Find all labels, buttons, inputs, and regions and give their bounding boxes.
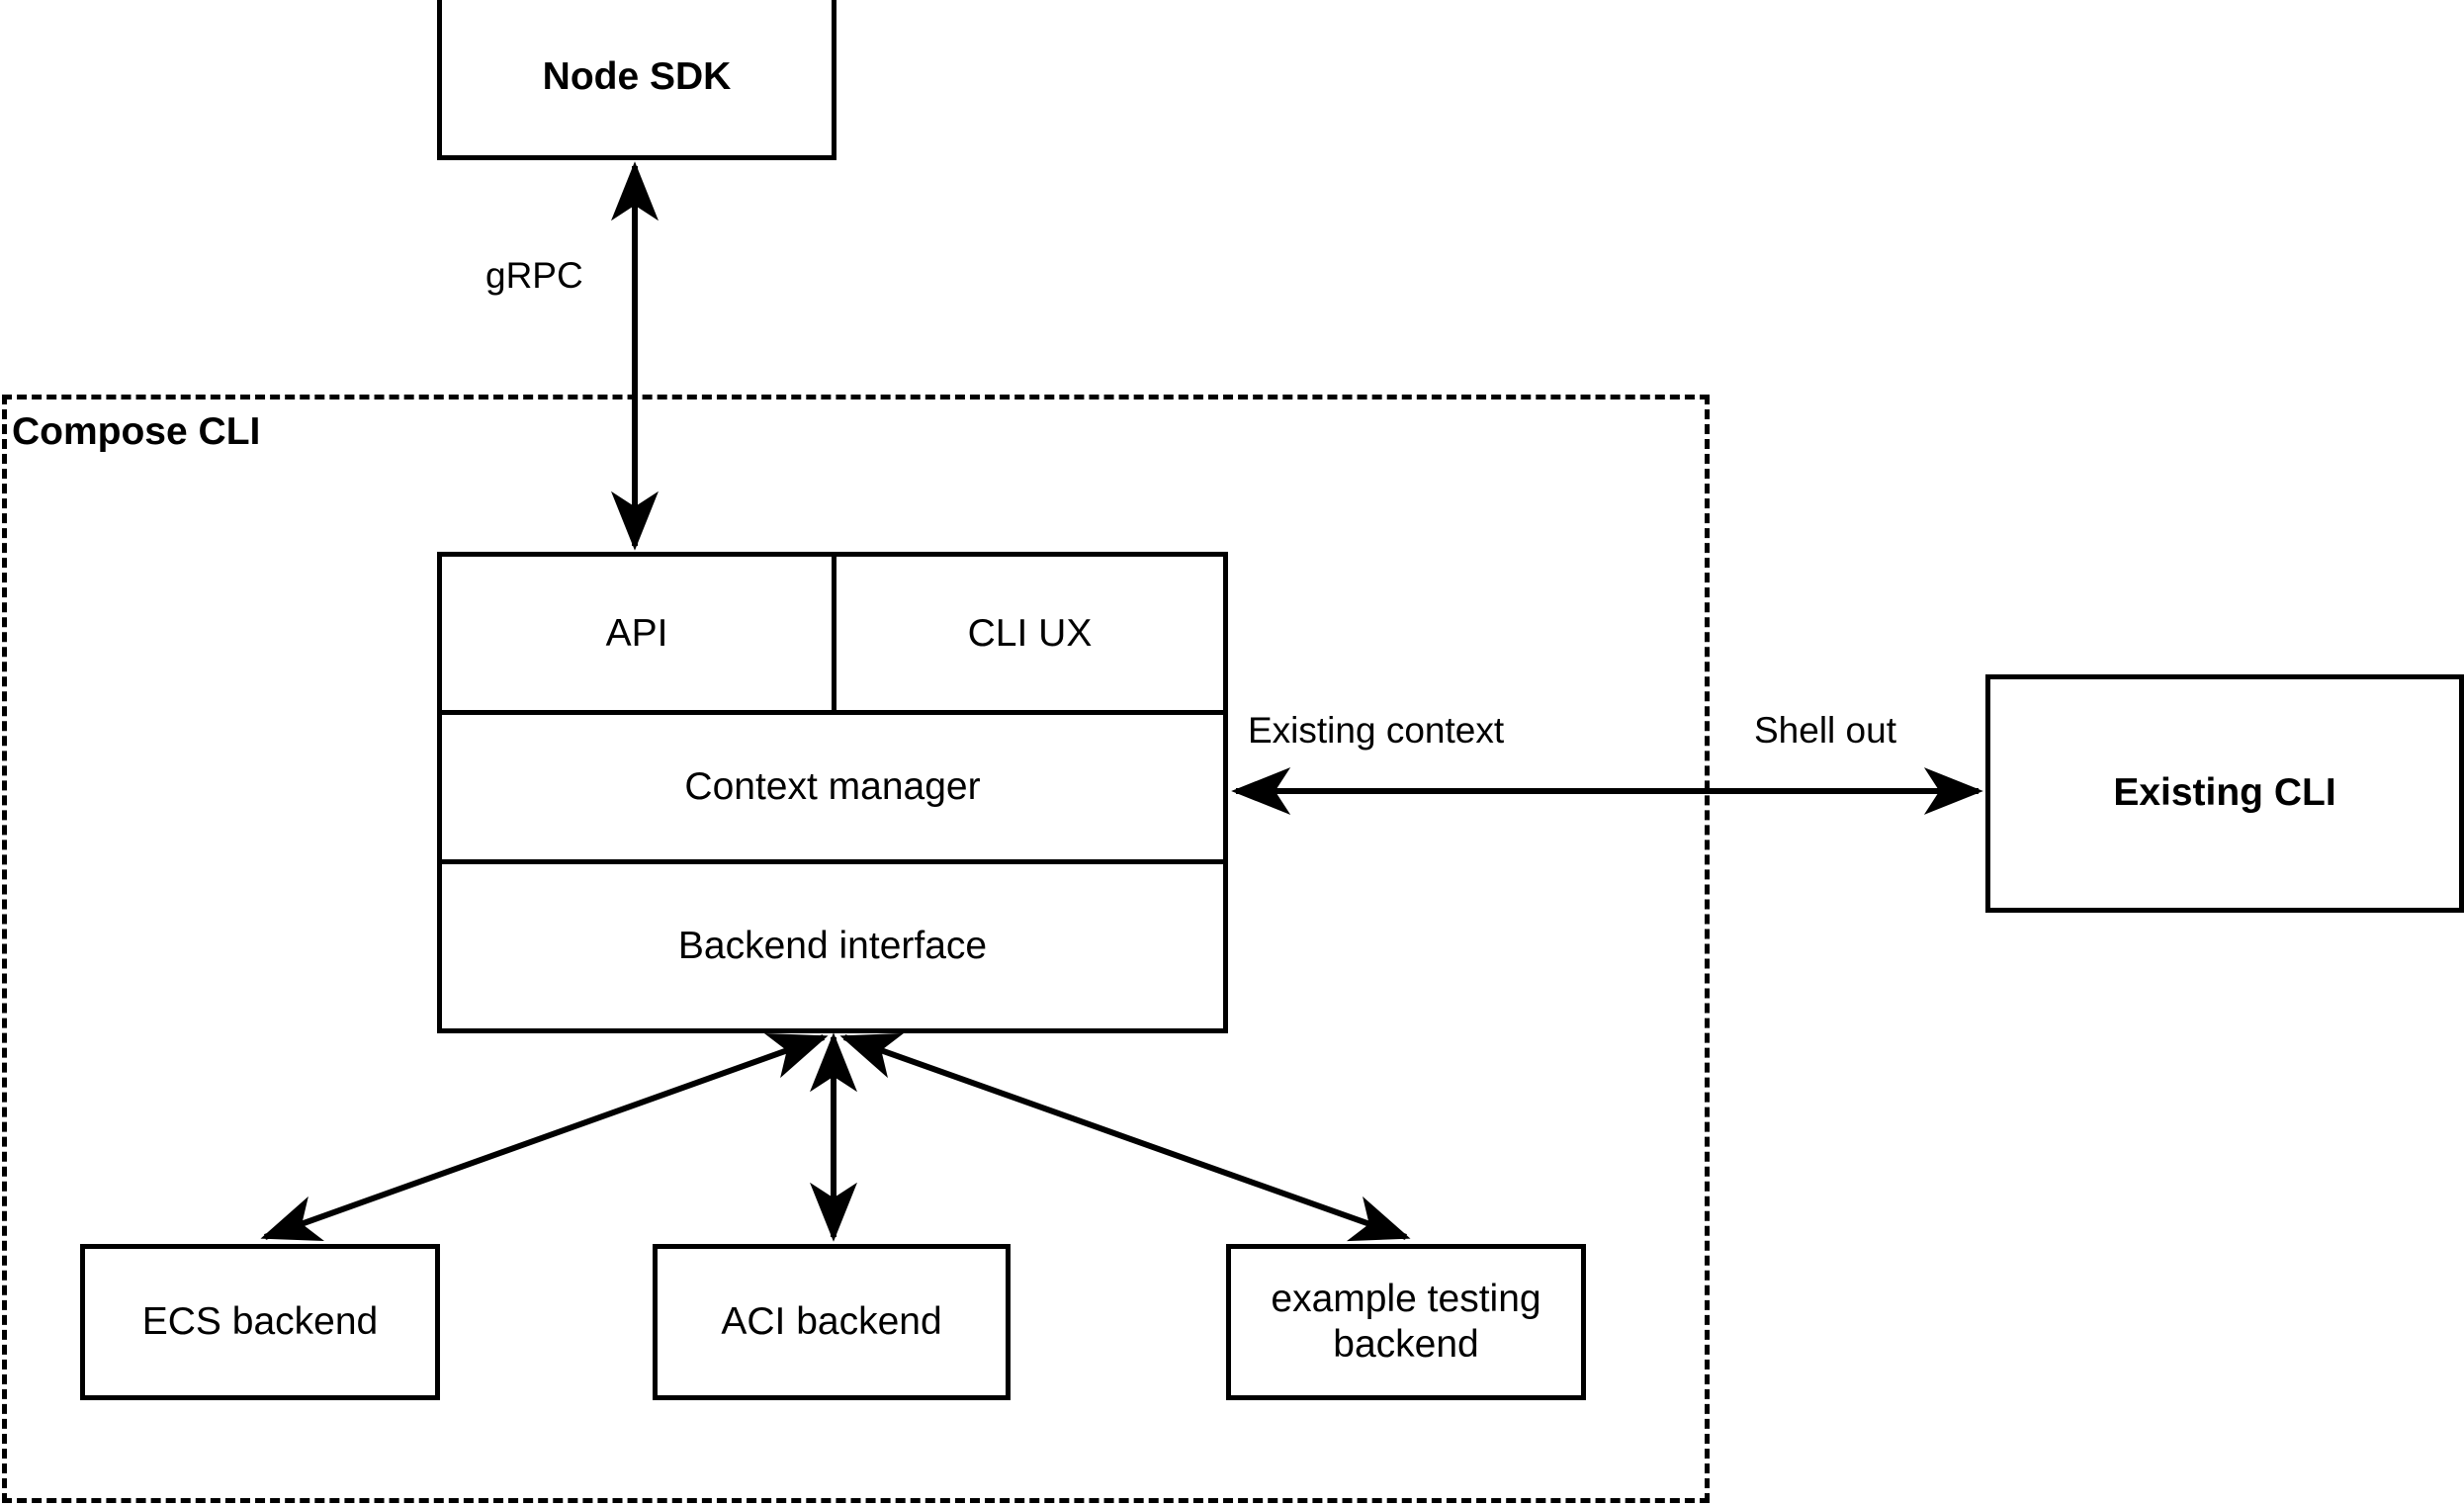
example-testing-backend-line2: backend [1333,1323,1479,1366]
api-label: API [605,611,668,655]
grpc-edge-label: gRPC [482,255,587,297]
example-testing-backend-line1: example testing [1271,1277,1541,1320]
existing-cli-box[interactable]: Existing CLI [1985,674,2464,913]
node-sdk-box[interactable]: Node SDK [437,0,836,160]
ecs-backend-box[interactable]: ECS backend [80,1244,440,1400]
aci-backend-box[interactable]: ACI backend [653,1244,1011,1400]
cli-ux-cell[interactable]: CLI UX [832,552,1228,715]
ecs-backend-label: ECS backend [141,1299,379,1343]
context-manager-label: Context manager [684,765,981,808]
edge-backend-ecs [260,1032,829,1242]
api-cell[interactable]: API [437,552,836,715]
core-stack: API CLI UX Context manager Backend inter… [437,552,1228,1033]
node-sdk-label: Node SDK [542,54,732,98]
existing-cli-label: Existing CLI [2113,771,2336,815]
aci-backend-label: ACI backend [721,1299,942,1343]
backend-interface-cell[interactable]: Backend interface [437,859,1228,1033]
compose-cli-boundary [2,395,1710,1503]
backend-interface-label: Backend interface [677,925,988,967]
compose-cli-title: Compose CLI [12,410,261,453]
cli-ux-label: CLI UX [967,611,1093,655]
shell-out-edge-label: Shell out [1750,710,1900,752]
edge-backend-example [839,1032,1411,1242]
existing-context-edge-label: Existing context [1244,710,1509,752]
context-manager-cell[interactable]: Context manager [437,710,1228,864]
